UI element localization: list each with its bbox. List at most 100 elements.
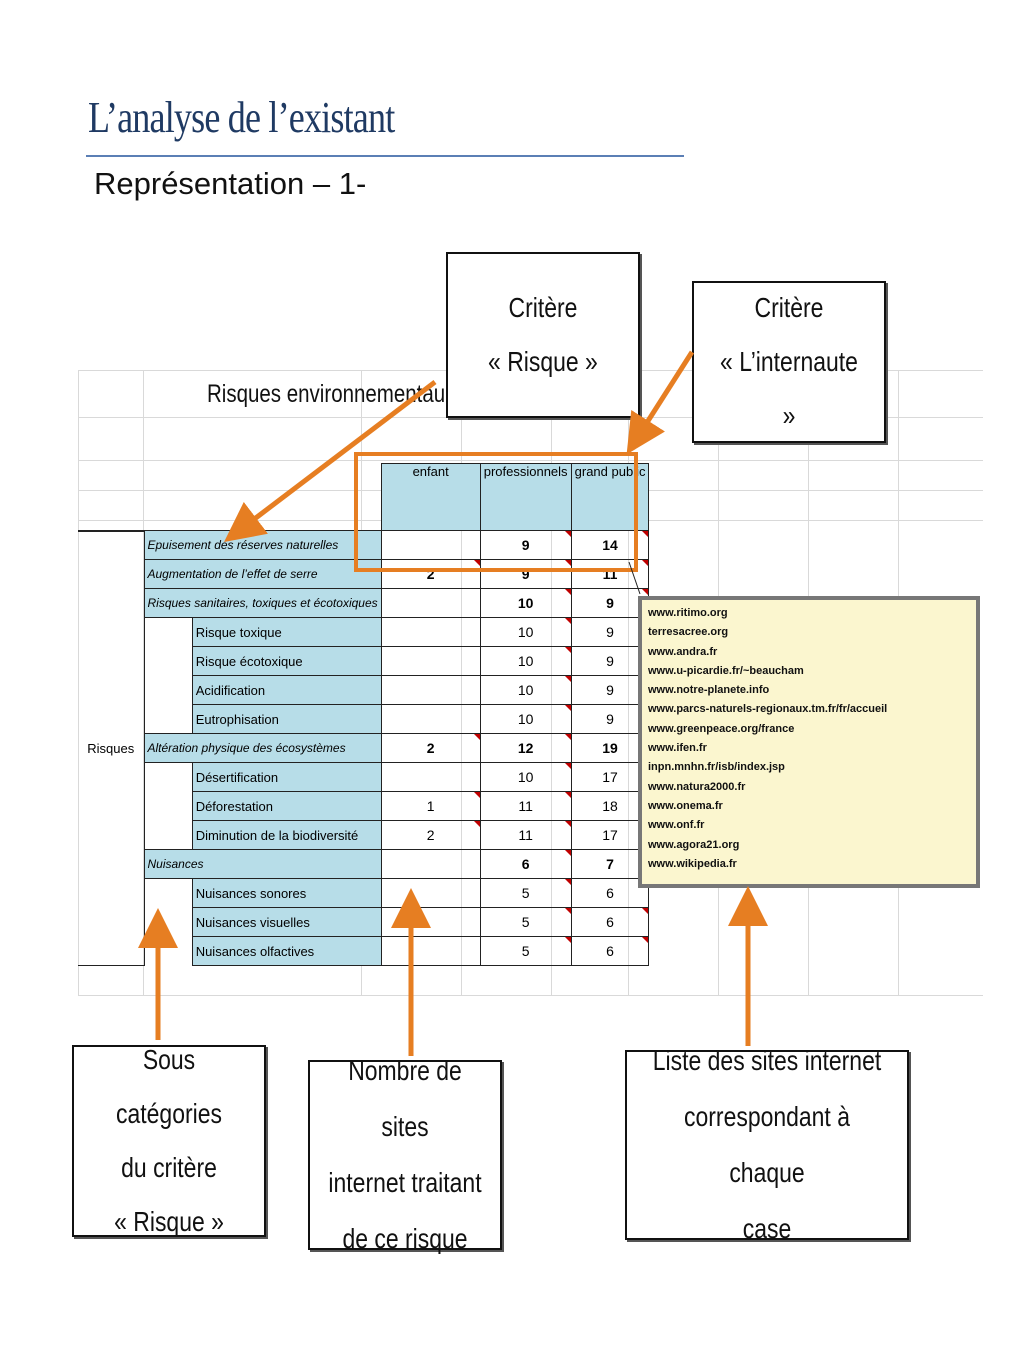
cell-professionnels[interactable]: 10 <box>479 588 572 618</box>
comment-marker-icon[interactable] <box>564 647 571 653</box>
subcategory-label[interactable]: Désertification <box>191 762 382 792</box>
comment-link[interactable]: www.greenpeace.org/france <box>648 722 795 735</box>
subcategory-label[interactable]: Nuisances visuelles <box>191 907 382 937</box>
comment-marker-icon[interactable] <box>564 850 571 856</box>
cell-value: 19 <box>602 740 618 756</box>
subcategory-label[interactable]: Diminution de la biodiversité <box>191 820 382 850</box>
cell-grand-public[interactable]: 9 <box>570 704 650 734</box>
comment-link[interactable]: www.notre-planete.info <box>648 684 770 697</box>
comment-link[interactable]: www.ritimo.org <box>648 607 728 619</box>
cell-enfant[interactable] <box>380 936 481 966</box>
cell-enfant[interactable] <box>380 588 481 618</box>
cell-value: 11 <box>518 798 533 814</box>
comment-link[interactable]: inpn.mnhn.fr/isb/index.jsp <box>648 761 785 774</box>
cell-value: 18 <box>602 798 618 814</box>
cell-enfant[interactable] <box>380 617 481 647</box>
cell-professionnels[interactable]: 11 <box>479 791 572 821</box>
cell-value: 6 <box>606 943 614 959</box>
cell-value: 9 <box>606 624 614 640</box>
cell-value: 5 <box>521 914 530 930</box>
comment-link[interactable]: www.parcs-naturels-regionaux.tm.fr/fr/ac… <box>648 703 888 716</box>
cell-professionnels[interactable]: 10 <box>479 675 572 705</box>
cell-grand-public[interactable]: 6 <box>570 878 650 908</box>
comment-marker-icon[interactable] <box>564 618 571 624</box>
cell-enfant[interactable] <box>380 704 481 734</box>
cell-value: 9 <box>521 566 530 582</box>
header-enfant[interactable]: enfant <box>380 463 481 531</box>
comment-link[interactable]: www.ifen.fr <box>648 742 707 755</box>
subcategory-label[interactable]: Déforestation <box>191 791 382 821</box>
cell-professionnels[interactable]: 5 <box>479 936 572 966</box>
subcategory-label[interactable]: Eutrophisation <box>191 704 382 734</box>
comment-marker-icon[interactable] <box>564 937 571 943</box>
cell-professionnels[interactable]: 10 <box>479 762 572 792</box>
comment-link[interactable]: www.onf.fr <box>648 819 705 832</box>
cell-value: 7 <box>606 856 614 872</box>
cell-professionnels[interactable]: 6 <box>479 849 572 879</box>
subcategory-label[interactable]: Nuisances olfactives <box>191 936 382 966</box>
cell-grand-public[interactable]: 17 <box>570 762 650 792</box>
comment-marker-icon[interactable] <box>564 676 571 682</box>
cell-enfant[interactable] <box>380 675 481 705</box>
table-row: Nuisances olfactives 5 6 <box>78 936 650 966</box>
category-label[interactable]: Nuisances <box>143 849 382 879</box>
cell-value: 10 <box>517 682 534 698</box>
comment-link[interactable]: www.onema.fr <box>648 799 723 812</box>
cell-professionnels[interactable]: 10 <box>479 646 572 676</box>
cell-value: 9 <box>606 595 614 611</box>
comment-marker-icon[interactable] <box>564 763 571 769</box>
cell-value: 2 <box>426 827 435 843</box>
comment-marker-icon[interactable] <box>473 560 480 566</box>
comment-marker-icon[interactable] <box>564 821 571 827</box>
category-label[interactable]: Augmentation de l’effet de serre <box>143 559 382 589</box>
category-label[interactable]: Altération physique des écosystèmes <box>143 733 382 763</box>
comment-link[interactable]: terresacree.org <box>648 626 729 639</box>
cell-grand-public[interactable]: 6 <box>570 936 650 966</box>
comment-marker-icon[interactable] <box>564 908 571 914</box>
cell-grand-public[interactable]: 7 <box>570 849 650 879</box>
category-label[interactable]: Risques sanitaires, toxiques et écotoxiq… <box>143 588 382 618</box>
comment-marker-icon[interactable] <box>642 937 649 943</box>
comment-marker-icon[interactable] <box>473 792 480 798</box>
comment-marker-icon[interactable] <box>564 589 571 595</box>
comment-link[interactable]: www.andra.fr <box>648 645 718 658</box>
callout-critere-risque: Critère « Risque » <box>446 252 640 418</box>
subcategory-label[interactable]: Nuisances sonores <box>191 878 382 908</box>
comment-marker-icon[interactable] <box>564 792 571 798</box>
comment-marker-icon[interactable] <box>564 705 571 711</box>
cell-enfant[interactable]: 2 <box>380 559 481 589</box>
comment-marker-icon[interactable] <box>564 560 571 566</box>
subcategory-label[interactable]: Risque écotoxique <box>191 646 382 676</box>
comment-link[interactable]: www.agora21.org <box>648 838 740 851</box>
comment-marker-icon[interactable] <box>642 908 649 914</box>
comment-marker-icon[interactable] <box>642 531 649 537</box>
header-professionnels[interactable]: professionnels <box>479 463 572 531</box>
cell-enfant[interactable]: 2 <box>380 733 481 763</box>
comment-box[interactable]: www.ritimo.org terresacree.org www.andra.f… <box>638 596 980 888</box>
cell-value: 1 <box>426 798 435 814</box>
cell-grand-public[interactable]: 9 <box>570 588 650 618</box>
cell-value: 5 <box>521 885 530 901</box>
comment-marker-icon[interactable] <box>642 560 649 566</box>
cell-enfant[interactable] <box>380 530 481 560</box>
comment-marker-icon[interactable] <box>473 734 480 740</box>
comment-link[interactable]: www.natura2000.fr <box>648 780 746 793</box>
comment-marker-icon[interactable] <box>564 531 571 537</box>
cell-professionnels[interactable]: 11 <box>479 820 572 850</box>
comment-link[interactable]: www.u-picardie.fr/~beaucham <box>648 664 804 677</box>
indent-cell <box>143 675 193 705</box>
cell-professionnels[interactable]: 10 <box>479 617 572 647</box>
cell-enfant[interactable] <box>380 762 481 792</box>
comment-link[interactable]: www.wikipedia.fr <box>648 857 737 870</box>
header-highlight <box>354 452 638 572</box>
comment-marker-icon[interactable] <box>642 589 649 595</box>
cell-professionnels[interactable]: 5 <box>479 907 572 937</box>
comment-marker-icon[interactable] <box>564 879 571 885</box>
cell-value: 17 <box>602 769 618 785</box>
comment-marker-icon[interactable] <box>473 821 480 827</box>
comment-marker-icon[interactable] <box>564 734 571 740</box>
